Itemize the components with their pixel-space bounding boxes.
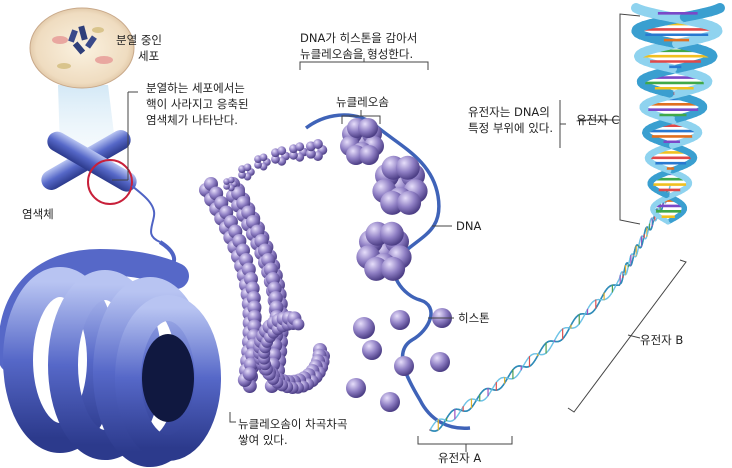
histone-ball — [390, 310, 410, 330]
histone-bead — [359, 145, 379, 165]
histone-ball — [430, 352, 450, 372]
nucleosome-stack — [199, 176, 330, 394]
histone-ball — [346, 378, 366, 398]
histone-bead — [381, 256, 406, 281]
histone-bead — [397, 190, 422, 215]
label-gene-location: 유전자는 DNA의 특정 부위에 있다. — [468, 104, 568, 136]
label-dna-wraps-histone: DNA가 히스톤을 감아서 뉴클레오솜을 형성한다. — [300, 30, 460, 62]
label-chromosome: 염색체 — [22, 207, 54, 221]
callout-lines — [112, 13, 687, 452]
histone-bead — [243, 163, 252, 172]
histone-bead — [238, 171, 246, 179]
histone-bead — [305, 148, 316, 159]
nucleosome-cluster-middle — [372, 155, 428, 215]
histone-bead — [223, 183, 230, 190]
histone-bead — [289, 150, 298, 160]
histone-bead — [227, 176, 235, 184]
dna-double-helix-thin — [429, 185, 671, 432]
label-dividing-cell: 분열 중인 세포 — [116, 32, 196, 64]
label-line: 쌓여 있다. — [238, 433, 288, 447]
label-gene-b: 유전자 B — [640, 333, 684, 347]
histone-bead — [259, 153, 268, 162]
histone-bead — [379, 221, 404, 246]
histone-ball — [394, 356, 414, 376]
magnification-beam — [58, 85, 116, 150]
label-gene-c: 유전자 C — [576, 113, 620, 127]
histone-bead — [364, 256, 389, 281]
nucleosome-fiber-trail — [223, 139, 328, 192]
sugar-phosphate-backbone — [631, 3, 646, 15]
dna-double-helix-large — [631, 3, 725, 225]
condensed-chromosomes-in-cell — [68, 25, 97, 55]
label-dna: DNA — [456, 219, 482, 233]
nucleosome-cluster-lower — [356, 221, 412, 281]
label-line: 뉴클레오솜을 형성한다. — [300, 47, 414, 61]
label-line: 특정 부위에 있다. — [468, 121, 554, 135]
label-line: 유전자는 DNA의 — [468, 105, 550, 119]
nucleosome-cluster-top — [340, 118, 384, 165]
histone-ball — [353, 317, 375, 339]
histone-bead — [395, 155, 420, 180]
label-line: DNA가 히스톤을 감아서 — [300, 31, 418, 45]
label-line: 핵이 사라지고 응축된 — [146, 97, 249, 111]
label-gene-a: 유전자 A — [438, 451, 482, 465]
histone-bead — [358, 118, 378, 138]
histone-bead — [271, 154, 280, 164]
label-line: 분열하는 세포에서는 — [146, 81, 245, 95]
supercoiled-chromatin-fiber — [0, 240, 221, 467]
dividing-cell — [29, 7, 135, 150]
label-nucleosome: 뉴클레오솜 — [336, 95, 389, 109]
label-chromosome-appears: 분열하는 세포에서는 핵이 사라지고 응축된 염색체가 나타난다. — [146, 80, 296, 128]
label-line: 분열 중인 — [116, 33, 162, 47]
chromosome — [41, 130, 161, 243]
zoom-circle — [87, 159, 133, 205]
label-line: 뉴클레오솜이 차곡차곡 — [238, 417, 348, 431]
histone-bead — [292, 318, 305, 331]
free-histones — [346, 308, 452, 412]
histone-bead — [242, 366, 257, 381]
histone-ball — [380, 392, 400, 412]
histone-bead — [312, 139, 323, 149]
sugar-phosphate-backbone — [710, 3, 725, 15]
label-histone: 히스톤 — [458, 311, 490, 325]
label-line: 세포 — [138, 49, 160, 63]
histone-bead — [295, 142, 305, 152]
histone-bead — [380, 190, 405, 215]
label-nucleosomes-stacked: 뉴클레오솜이 차곡차곡 쌓여 있다. — [238, 416, 368, 448]
histone-bead — [277, 146, 287, 156]
label-line: 염색체가 나타난다. — [146, 113, 238, 127]
histone-ball — [362, 340, 382, 360]
histone-bead — [254, 161, 262, 169]
